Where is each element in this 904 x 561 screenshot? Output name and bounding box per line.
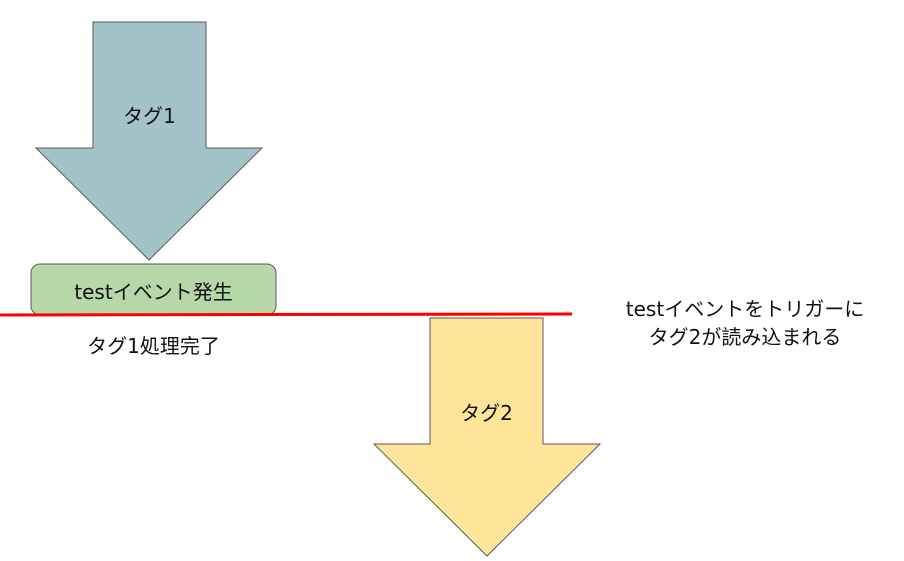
tag1-done-label: タグ1処理完了 <box>87 334 220 358</box>
note-line-1: testイベントをトリガーに <box>625 297 865 321</box>
tag1-label: タグ1 <box>123 104 176 128</box>
note-text: testイベントをトリガーに タグ2が読み込まれる <box>600 295 890 351</box>
tag2-label: タグ2 <box>460 401 513 425</box>
divider-line <box>0 312 573 317</box>
event-label: testイベント発生 <box>74 280 233 304</box>
tag2-arrow <box>372 317 602 557</box>
tag1-arrow <box>34 21 264 261</box>
note-line-2: タグ2が読み込まれる <box>648 325 842 349</box>
